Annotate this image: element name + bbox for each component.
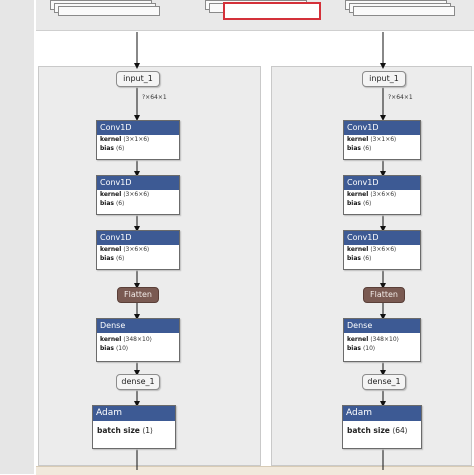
layer-title: Conv1D [97,176,179,190]
optimizer-box: Adam batch size ⟨1⟩ [92,405,176,449]
layer-title: Dense [344,319,420,333]
bias-value: ⟨6⟩ [115,200,125,207]
flatten-node: Flatten [117,287,159,303]
bias-label: bias [347,255,361,262]
stack-left [50,0,170,20]
dense-layer: Dense kernel ⟨348×10⟩ bias ⟨10⟩ [343,318,421,362]
conv1d-layer-3: Conv1D kernel ⟨3×6×6⟩ bias ⟨6⟩ [96,230,180,270]
bias-value: ⟨6⟩ [362,255,372,262]
bias-value: ⟨10⟩ [115,345,129,352]
bias-label: bias [100,345,114,352]
kernel-label: kernel [347,191,369,198]
stack-right [345,0,470,20]
input-shape-label: ?×64×1 [388,94,413,101]
bias-value: ⟨6⟩ [362,200,372,207]
optimizer-title: Adam [343,406,421,421]
kernel-value: ⟨3×1×6⟩ [123,136,150,143]
kernel-label: kernel [100,336,122,343]
kernel-value: ⟨3×6×6⟩ [123,246,150,253]
bias-label: bias [100,255,114,262]
stack-middle [205,0,325,20]
batch-size-value: ⟨64⟩ [392,426,408,435]
batch-size-value: ⟨1⟩ [142,426,153,435]
layer-title: Conv1D [344,231,420,245]
kernel-value: ⟨348×10⟩ [370,336,399,343]
kernel-label: kernel [347,136,369,143]
kernel-label: kernel [347,246,369,253]
bias-value: ⟨6⟩ [115,145,125,152]
bias-label: bias [100,145,114,152]
layer-title: Conv1D [344,176,420,190]
kernel-value: ⟨3×1×6⟩ [370,136,397,143]
batch-size-label: batch size [97,426,140,435]
conv1d-layer-1: Conv1D kernel ⟨3×1×6⟩ bias ⟨6⟩ [96,120,180,160]
bias-value: ⟨6⟩ [362,145,372,152]
bias-label: bias [100,200,114,207]
bottom-panel [36,466,474,475]
output-node: dense_1 [116,374,160,390]
input-node: input_1 [116,71,160,87]
kernel-label: kernel [347,336,369,343]
kernel-value: ⟨3×6×6⟩ [123,191,150,198]
conv1d-layer-2: Conv1D kernel ⟨3×6×6⟩ bias ⟨6⟩ [343,175,421,215]
kernel-label: kernel [100,136,122,143]
kernel-value: ⟨348×10⟩ [123,336,152,343]
bias-label: bias [347,200,361,207]
input-shape-label: ?×64×1 [142,94,167,101]
optimizer-title: Adam [93,406,175,421]
layer-title: Conv1D [344,121,420,135]
layer-title: Dense [97,319,179,333]
optimizer-box: Adam batch size ⟨64⟩ [342,405,422,449]
kernel-value: ⟨3×6×6⟩ [370,191,397,198]
dense-layer: Dense kernel ⟨348×10⟩ bias ⟨10⟩ [96,318,180,362]
kernel-label: kernel [100,191,122,198]
left-margin-strip [0,0,34,474]
bias-label: bias [347,345,361,352]
flatten-node: Flatten [363,287,405,303]
layer-title: Conv1D [97,121,179,135]
input-node: input_1 [362,71,406,87]
layer-title: Conv1D [97,231,179,245]
bias-label: bias [347,145,361,152]
output-node: dense_1 [362,374,406,390]
kernel-label: kernel [100,246,122,253]
conv1d-layer-2: Conv1D kernel ⟨3×6×6⟩ bias ⟨6⟩ [96,175,180,215]
bias-value: ⟨10⟩ [362,345,376,352]
batch-size-label: batch size [347,426,390,435]
bias-value: ⟨6⟩ [115,255,125,262]
conv1d-layer-1: Conv1D kernel ⟨3×1×6⟩ bias ⟨6⟩ [343,120,421,160]
kernel-value: ⟨3×6×6⟩ [370,246,397,253]
conv1d-layer-3: Conv1D kernel ⟨3×6×6⟩ bias ⟨6⟩ [343,230,421,270]
